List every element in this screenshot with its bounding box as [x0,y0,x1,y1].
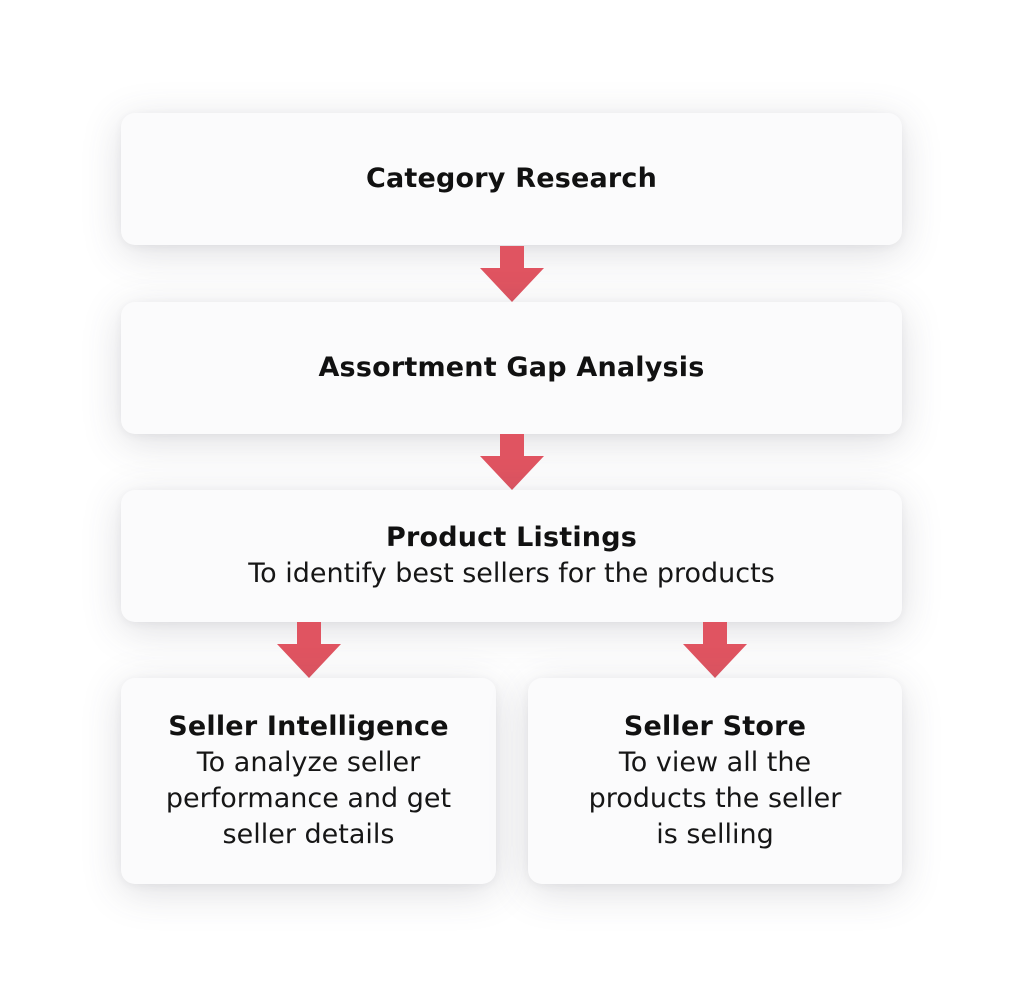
product-listings-title: Product Listings [385,522,638,553]
down-arrow-icon [480,246,544,302]
seller-store-box: Seller Store To view all the products th… [528,678,902,884]
assortment-gap-analysis-title: Assortment Gap Analysis [318,352,705,383]
category-research-box: Category Research [121,113,902,245]
down-arrow-icon [683,622,747,678]
seller-intelligence-description-line: To analyze seller [196,747,421,778]
seller-store-title: Seller Store [623,711,807,742]
seller-store-description-line: products the seller [588,783,842,814]
product-listings-box: Product Listings To identify best seller… [121,490,902,622]
down-arrow-icon [277,622,341,678]
seller-intelligence-box: Seller Intelligence To analyze seller pe… [121,678,496,884]
seller-intelligence-title: Seller Intelligence [168,711,449,742]
seller-intelligence-description-line: performance and get [165,783,452,814]
product-listings-description: To identify best sellers for the product… [248,558,775,589]
category-research-title: Category Research [365,163,658,194]
seller-intelligence-description-line: seller details [222,819,395,850]
down-arrow-icon [480,434,544,490]
seller-store-description-line: To view all the [618,747,812,778]
assortment-gap-analysis-box: Assortment Gap Analysis [121,302,902,434]
seller-store-description-line: is selling [656,819,774,850]
